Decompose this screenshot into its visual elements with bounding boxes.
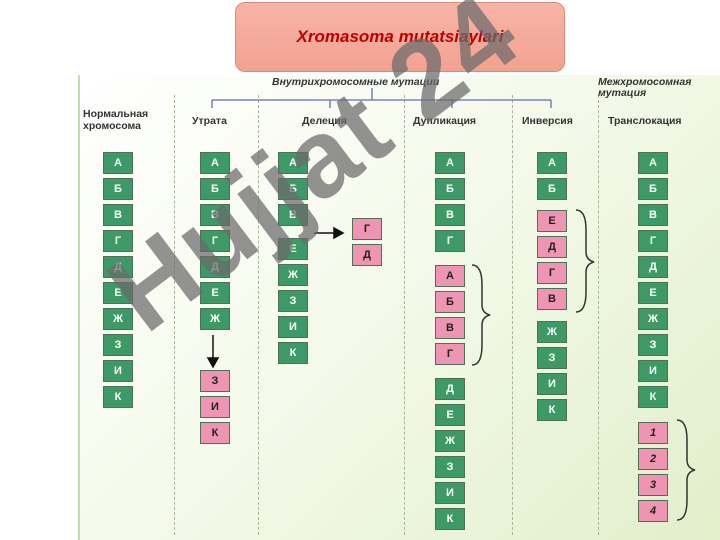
gene-cell: Б [278, 178, 308, 200]
gene-cell: Е [103, 282, 133, 304]
gene-cell: Д [200, 256, 230, 278]
gene-cell: В [435, 204, 465, 226]
gene-cell: Ж [537, 321, 567, 343]
gene-cell: Е [200, 282, 230, 304]
gene-cell: Е [537, 210, 567, 232]
gene-cell: Ж [103, 308, 133, 330]
gene-cell: Г [435, 230, 465, 252]
gene-cell: З [435, 456, 465, 478]
gene-cell: В [537, 288, 567, 310]
gene-cell: К [278, 342, 308, 364]
gene-cell: Б [537, 178, 567, 200]
gene-cell: 1 [638, 422, 668, 444]
gene-cell: К [638, 386, 668, 408]
gene-cell: В [278, 204, 308, 226]
header-loss: Утрата [192, 115, 227, 127]
diagram-panel [78, 75, 720, 540]
gene-cell: К [200, 422, 230, 444]
header-duplication: Дупликация [413, 115, 477, 127]
column-divider [512, 95, 513, 535]
group-label-inter: Межхромосомная мутация [598, 76, 692, 99]
gene-cell: К [435, 508, 465, 530]
group-label-intra: Внутрихромосомные мутации [272, 76, 440, 88]
gene-cell: Д [638, 256, 668, 278]
gene-cell: А [103, 152, 133, 174]
title-box: Xromasoma mutatsiaylari [235, 2, 565, 72]
header-inversion: Инверсия [522, 115, 573, 127]
gene-cell: Г [537, 262, 567, 284]
gene-cell: Д [103, 256, 133, 278]
gene-cell: Е [278, 238, 308, 260]
gene-cell: Е [435, 404, 465, 426]
gene-cell: Г [200, 230, 230, 252]
gene-cell: Д [435, 378, 465, 400]
gene-cell: А [435, 265, 465, 287]
gene-cell: 2 [638, 448, 668, 470]
gene-cell: А [638, 152, 668, 174]
column-divider [258, 95, 259, 535]
gene-cell: Ж [278, 264, 308, 286]
gene-cell: Г [435, 343, 465, 365]
gene-cell: И [537, 373, 567, 395]
gene-cell: А [278, 152, 308, 174]
column-divider [598, 95, 599, 535]
gene-cell: В [103, 204, 133, 226]
gene-cell: Б [638, 178, 668, 200]
gene-cell: Е [638, 282, 668, 304]
gene-cell: З [537, 347, 567, 369]
gene-cell: 3 [638, 474, 668, 496]
gene-cell: 4 [638, 500, 668, 522]
gene-cell: А [200, 152, 230, 174]
header-deletion: Делеция [302, 115, 347, 127]
gene-cell: Б [435, 291, 465, 313]
gene-cell: Б [435, 178, 465, 200]
gene-cell: Г [103, 230, 133, 252]
gene-cell: Д [352, 244, 382, 266]
gene-cell: Д [537, 236, 567, 258]
gene-cell: З [200, 370, 230, 392]
chromosome-segment: 1 2 3 4 [638, 422, 668, 526]
header-normal-chromosome: Нормальная хромосома [83, 108, 149, 132]
gene-cell: Ж [638, 308, 668, 330]
gene-cell: В [200, 204, 230, 226]
gene-cell: Г [638, 230, 668, 252]
column-divider [404, 95, 405, 535]
gene-cell: Б [103, 178, 133, 200]
gene-cell: Б [200, 178, 230, 200]
header-translocation: Транслокация [608, 115, 682, 127]
gene-cell: З [103, 334, 133, 356]
gene-cell: И [435, 482, 465, 504]
gene-cell: Г [352, 218, 382, 240]
gene-cell: Ж [200, 308, 230, 330]
gene-cell: В [638, 204, 668, 226]
gene-cell: З [638, 334, 668, 356]
gene-cell: З [278, 290, 308, 312]
gene-cell: И [278, 316, 308, 338]
gene-cell: А [435, 152, 465, 174]
gene-cell: К [537, 399, 567, 421]
slide-title: Xromasoma mutatsiaylari [296, 27, 504, 46]
column-divider [174, 95, 175, 535]
gene-cell: И [200, 396, 230, 418]
gene-cell: Ж [435, 430, 465, 452]
gene-cell: И [638, 360, 668, 382]
gene-cell: И [103, 360, 133, 382]
gene-cell: К [103, 386, 133, 408]
gene-cell: В [435, 317, 465, 339]
gene-cell: А [537, 152, 567, 174]
